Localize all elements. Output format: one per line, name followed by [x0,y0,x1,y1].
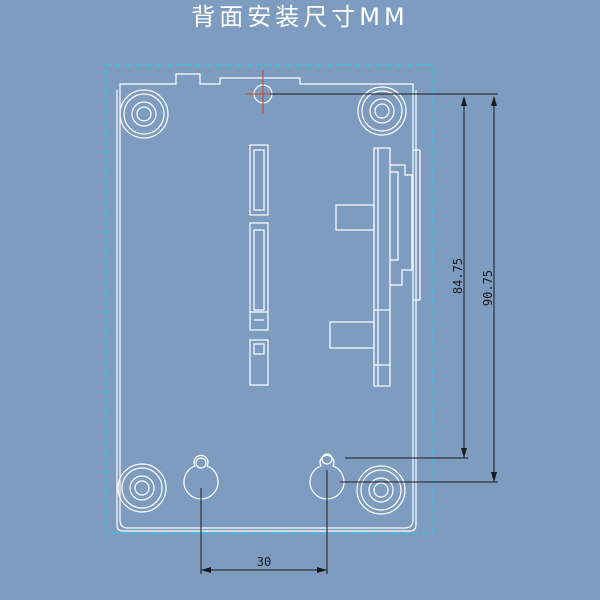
mounting-hole-top-left [119,89,169,139]
mounting-hole-bottom-left [117,463,167,513]
dimension-label-inner-height: 84.75 [451,258,465,294]
dimension-lines [200,93,498,574]
mounting-hole-bottom-right [356,465,406,515]
center-slot-column [249,144,269,386]
board-outline [116,73,421,532]
top-center-hole [245,70,285,114]
page-title: 背面安装尺寸MM [191,3,409,31]
keyhole-slot-left [183,454,219,500]
dimension-label-hole-spacing: 30 [257,555,271,569]
mounting-hole-top-right [357,86,407,136]
dimension-label-outer-height: 90.75 [481,270,495,306]
outer-dashed-border [105,64,434,534]
right-connector-rail [329,147,413,387]
dimension-arrows [201,96,497,573]
